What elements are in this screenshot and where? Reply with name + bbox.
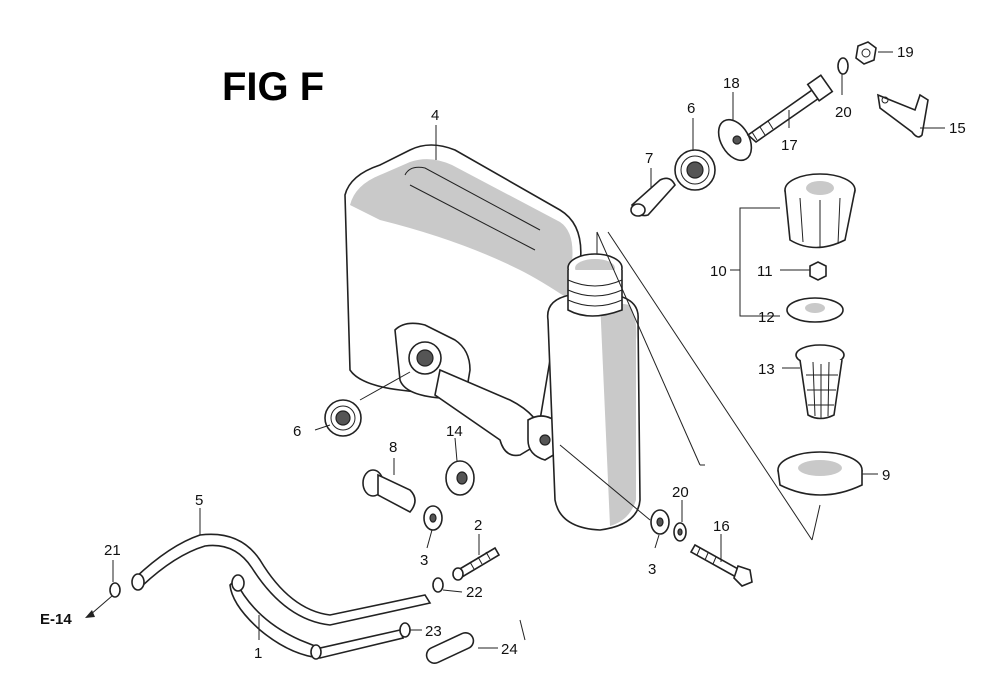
callout-2: 2 — [474, 517, 482, 534]
part-11 — [809, 261, 827, 281]
callout-5: 5 — [195, 492, 203, 509]
callout-4: 4 — [431, 107, 439, 124]
sleeve-24 — [425, 632, 475, 664]
callout-18: 18 — [723, 75, 740, 92]
hose-5 — [131, 533, 432, 626]
callout-12: 12 — [758, 309, 775, 326]
callouts: 4 6 18 7 17 20 19 15 10 11 12 13 9 6 8 1… — [40, 44, 966, 662]
bolt-16 — [689, 543, 753, 587]
clamp-23 — [399, 622, 411, 638]
grommet-6-upper — [674, 149, 716, 191]
washer-18 — [717, 118, 753, 162]
sleeve-7 — [630, 177, 676, 217]
bracket-15 — [876, 93, 929, 138]
washer-20-upper — [837, 57, 849, 75]
callout-3-right: 3 — [648, 561, 656, 578]
callout-13: 13 — [758, 361, 775, 378]
gasket-12 — [786, 297, 844, 323]
callout-24: 24 — [501, 641, 518, 658]
callout-22: 22 — [466, 584, 483, 601]
callout-16: 16 — [713, 518, 730, 535]
callout-17: 17 — [781, 137, 798, 154]
grommet-6-lower — [324, 399, 362, 437]
callout-20-upper: 20 — [835, 104, 852, 121]
fuel-cap — [784, 173, 856, 249]
clamp-22 — [432, 577, 444, 593]
callout-1: 1 — [254, 645, 262, 662]
filler-cylinder — [546, 253, 641, 531]
callout-14: 14 — [446, 423, 463, 440]
reference-e14: E-14 — [40, 611, 72, 628]
bolt-17 — [746, 74, 834, 144]
figure-title: FIG F — [222, 65, 324, 109]
clamp-21 — [109, 582, 121, 598]
callout-6-lower: 6 — [293, 423, 301, 440]
fuel-tank — [344, 144, 582, 461]
joint-8 — [362, 469, 416, 514]
washer-3-left — [423, 505, 443, 531]
callout-9: 9 — [882, 467, 890, 484]
callout-7: 7 — [645, 150, 653, 167]
grommet-14 — [445, 460, 475, 496]
leader-lines — [85, 51, 945, 649]
callout-15: 15 — [949, 120, 966, 137]
callout-10: 10 — [710, 263, 727, 280]
callout-3-left: 3 — [420, 552, 428, 569]
strainer-13 — [795, 344, 845, 420]
washer-3-right — [650, 509, 670, 535]
callout-20-lower: 20 — [672, 484, 689, 501]
washer-20-lower — [673, 522, 687, 542]
nut-19 — [855, 41, 877, 65]
callout-8: 8 — [389, 439, 397, 456]
callout-6-upper: 6 — [687, 100, 695, 117]
callout-23: 23 — [425, 623, 442, 640]
hose-1 — [229, 574, 405, 660]
ring-nut-9 — [777, 451, 863, 496]
callout-11: 11 — [757, 263, 773, 280]
bolt-2 — [452, 546, 501, 581]
callout-21: 21 — [104, 542, 121, 559]
callout-19: 19 — [897, 44, 914, 61]
